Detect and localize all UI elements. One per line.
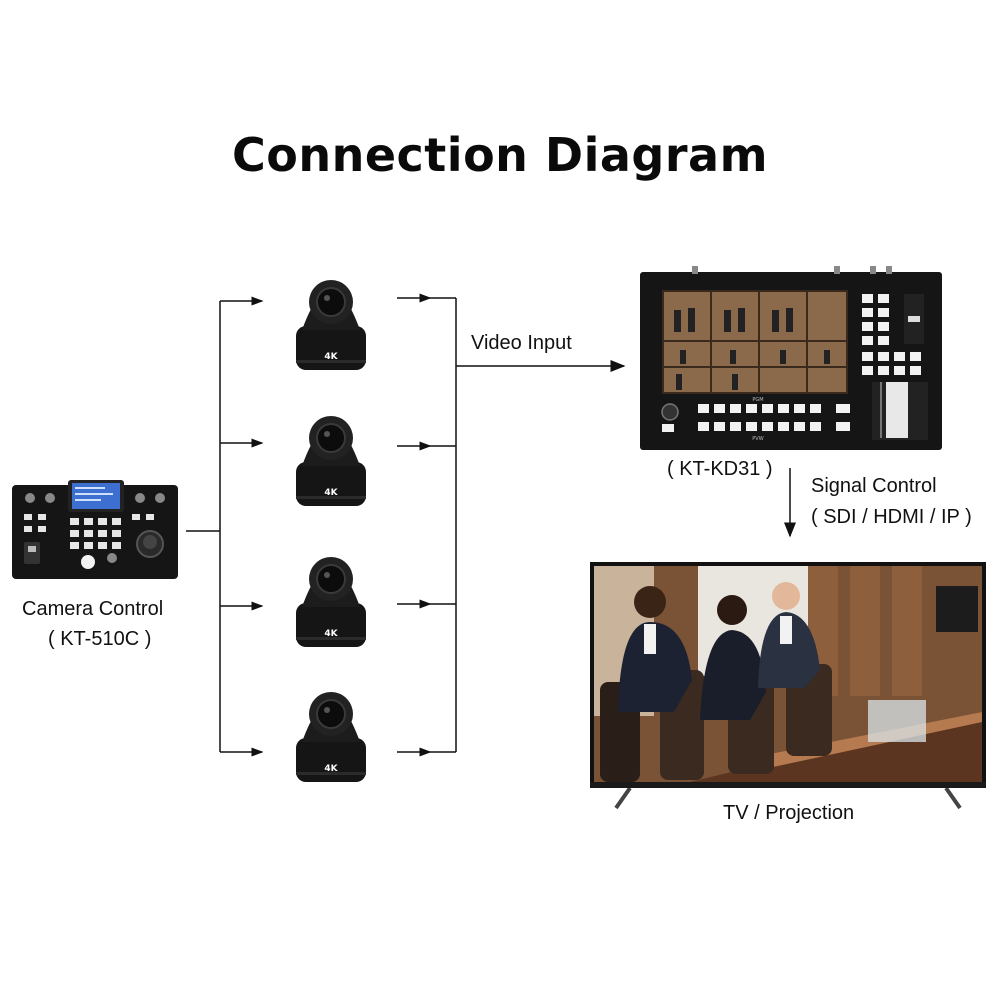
controller-model-label: ( KT-510C ) <box>48 628 152 650</box>
pvw-row-label: PVW <box>752 436 763 442</box>
signal-control-label: Signal Control <box>811 475 937 497</box>
ptz-camera-3: 4K <box>296 557 366 647</box>
camera-1-badge: 4K <box>324 352 338 362</box>
video-switcher-device: PGM PVW <box>640 266 942 450</box>
camera-2-badge: 4K <box>324 488 338 498</box>
ptz-camera-2: 4K <box>296 416 366 506</box>
pgm-row-label: PGM <box>752 397 763 403</box>
page-title: Connection Diagram <box>231 128 769 182</box>
camera-3-badge: 4K <box>324 629 338 639</box>
ptz-camera-4: 4K <box>296 692 366 782</box>
tv-display <box>590 562 986 810</box>
signal-types-label: ( SDI / HDMI / IP ) <box>811 506 972 528</box>
controller-name-label: Camera Control <box>22 598 164 620</box>
ptz-camera-1: 4K <box>296 280 366 370</box>
display-label: TV / Projection <box>723 802 855 824</box>
video-input-label: Video Input <box>471 332 572 354</box>
camera-4-badge: 4K <box>324 764 338 774</box>
camera-controller-device <box>12 480 178 579</box>
switcher-model-label: ( KT-KD31 ) <box>667 458 773 480</box>
